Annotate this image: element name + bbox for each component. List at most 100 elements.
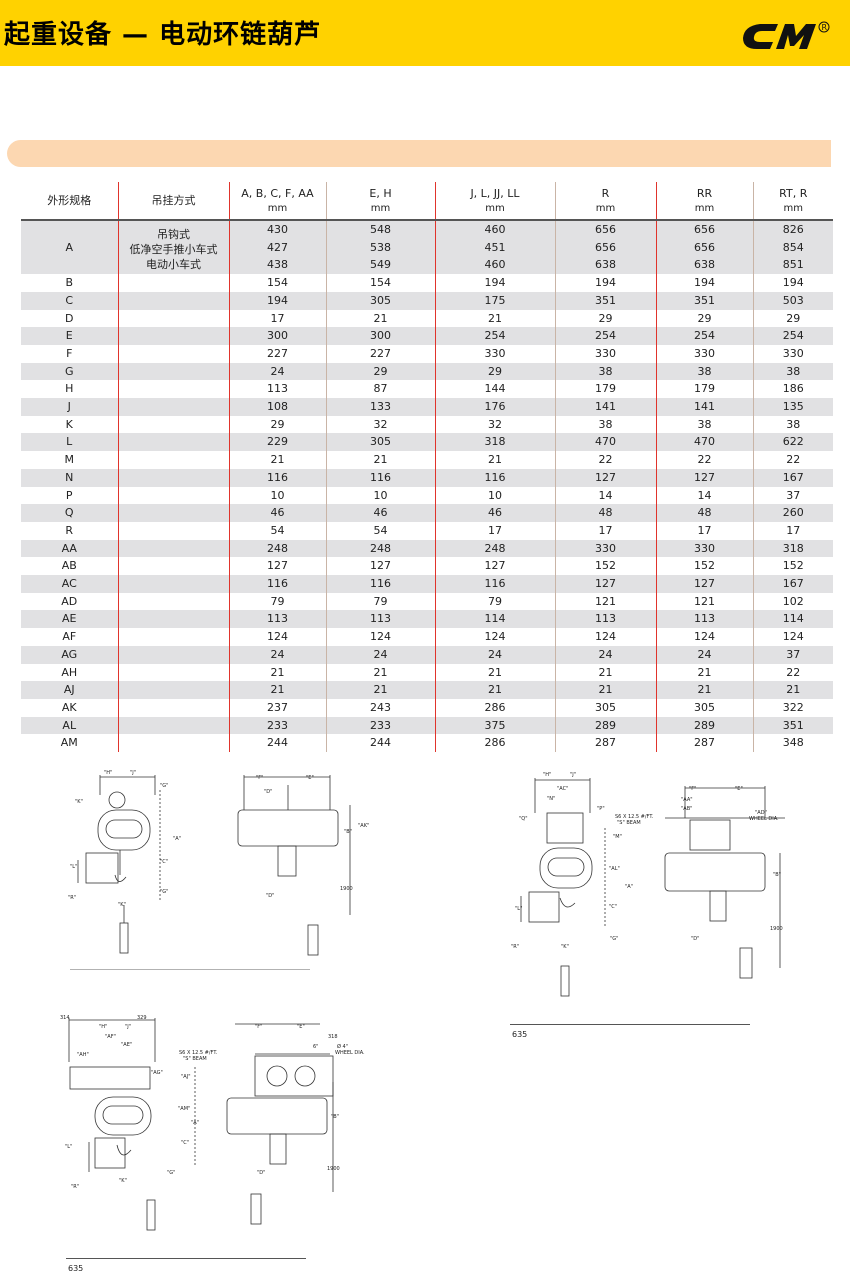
dim-label-f: "F"	[256, 775, 263, 781]
dim-cell: AG	[21, 645, 119, 664]
drawing-caption-right: 635	[512, 1030, 528, 1039]
dim-cell: AF	[21, 628, 119, 646]
value-cell: 29	[326, 362, 436, 381]
dim-label-k2: "K"	[118, 902, 126, 908]
value-cell: 656	[555, 238, 657, 257]
dim-label-aj: "AJ"	[181, 1074, 191, 1080]
value-cell: 287	[555, 734, 657, 753]
drawing-rule	[66, 1258, 306, 1259]
value-cell: 430	[229, 220, 327, 239]
value-cell: 503	[753, 291, 833, 310]
dim-label-1900: 1900	[327, 1166, 340, 1172]
value-cell: 194	[782, 276, 804, 290]
value-cell: 330	[435, 344, 556, 363]
mount-type-cell	[118, 451, 230, 469]
value-cell: 37	[786, 488, 801, 502]
value-cell: 451	[435, 238, 556, 257]
dim-label-d: "D"	[257, 1170, 265, 1176]
value-cell: 254	[656, 327, 754, 345]
mount-type-cell	[118, 592, 230, 611]
value-cell: 127	[555, 468, 657, 487]
dim-label-am: "AM"	[178, 1106, 190, 1112]
cm-logo: R	[740, 18, 832, 56]
value-cell: 248	[229, 539, 327, 558]
mount-type-cell	[118, 575, 230, 593]
value-cell: 124	[435, 628, 556, 646]
value-cell: 194	[555, 274, 657, 292]
dim-label-ac: "AC"	[557, 786, 568, 792]
mount-type-line: 低净空手推小车式	[129, 243, 218, 256]
value-cell: 54	[229, 521, 327, 540]
value-cell: 113	[656, 610, 754, 629]
value-cell: 186	[782, 382, 804, 396]
value-cell: 87	[326, 380, 436, 399]
value-cell: 29	[435, 362, 556, 381]
value-cell: 351	[753, 716, 833, 735]
dim-cell: Q	[21, 504, 119, 522]
value-cell: 300	[326, 327, 436, 345]
value-cell: 638	[555, 256, 657, 275]
value-cell: 470	[656, 433, 754, 452]
value-cell: 127	[326, 557, 436, 576]
hoist-drawing-motorized: 314 329 "H" "J" "AF" "AE" "AH" "AG" "AJ"…	[55, 1012, 385, 1259]
dim-label-e: "E"	[735, 786, 743, 792]
value-cell: 237	[229, 698, 327, 717]
dim-label-h: "H"	[99, 1024, 107, 1030]
dim-cell: AK	[21, 698, 119, 717]
col-header: 外形规格	[21, 182, 119, 221]
value-cell: 79	[229, 592, 327, 611]
value-cell: 79	[326, 592, 436, 611]
value-cell: 24	[435, 645, 556, 664]
value-cell: 144	[435, 380, 556, 399]
value-cell: 38	[555, 362, 657, 381]
dim-label-r: "R"	[68, 895, 76, 901]
dim-cell: A	[21, 220, 119, 275]
value-cell: 194	[656, 274, 754, 292]
value-cell: 102	[782, 594, 804, 608]
drawing-rule	[510, 1024, 750, 1025]
value-cell: 167	[753, 575, 833, 593]
value-cell: 38	[656, 415, 754, 434]
dim-cell: G	[21, 362, 119, 381]
dim-label-ag: "AG"	[151, 1070, 163, 1076]
value-cell: 114	[435, 610, 556, 629]
value-cell: 152	[555, 557, 657, 576]
value-cell: 127	[435, 557, 556, 576]
wheel-label: WHEEL DIA.	[749, 816, 779, 822]
value-cell: 14	[555, 486, 657, 505]
dim-label-ad: "AD"	[755, 810, 767, 816]
value-cell: 29	[786, 311, 801, 325]
value-cell: 133	[326, 398, 436, 416]
beam-label: S6 X 12.5 #/FT.	[615, 814, 654, 820]
value-cell: 38	[786, 417, 801, 431]
value-cell: 21	[229, 663, 327, 682]
value-cell: 21	[555, 663, 657, 682]
mount-type-cell	[118, 274, 230, 292]
value-cell: 113	[555, 610, 657, 629]
dim-label-b: "B"	[331, 1114, 339, 1120]
dim-cell: N	[21, 468, 119, 487]
value-cell: 116	[435, 468, 556, 487]
value-cell: 330	[782, 346, 804, 360]
value-cell: 330	[656, 344, 754, 363]
value-cell: 179	[555, 380, 657, 399]
value-cell: 305	[555, 698, 657, 717]
value-cell: 141	[555, 398, 657, 416]
dim-label-e: "E"	[297, 1024, 305, 1030]
value-cell: 427	[229, 238, 327, 257]
value-cell: 116	[435, 575, 556, 593]
dim-label-b: "B"	[344, 829, 352, 835]
value-cell: 32	[435, 415, 556, 434]
dim-label-1900: 1900	[770, 926, 783, 932]
value-cell: 48	[555, 504, 657, 522]
value-cell: 22	[656, 451, 754, 469]
